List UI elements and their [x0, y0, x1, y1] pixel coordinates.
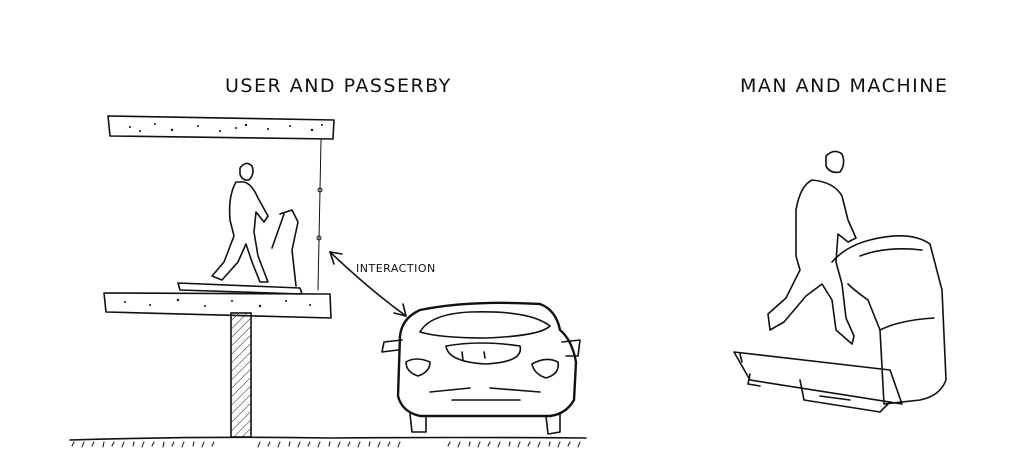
support-column — [230, 312, 252, 438]
car-sketch — [381, 301, 581, 435]
facade-joint — [317, 187, 323, 193]
ground-left — [69, 436, 587, 448]
left-title: USER AND PASSERBY — [225, 75, 452, 97]
roof-slab-texture — [129, 123, 323, 132]
user-figure — [211, 162, 269, 283]
floor-slab — [103, 292, 332, 319]
interaction-label: INTERACTION — [356, 262, 436, 275]
building-structure — [103, 115, 335, 438]
facade-joint — [316, 235, 322, 241]
roof-slab — [107, 115, 335, 140]
runner-figure — [767, 150, 857, 345]
floor-slab-texture — [124, 298, 311, 308]
treadmill-small — [177, 209, 303, 295]
interaction-arrow — [329, 251, 407, 317]
right-title: MAN AND MACHINE — [740, 75, 948, 97]
glass-facade — [317, 139, 322, 291]
treadmill-large — [733, 235, 947, 413]
